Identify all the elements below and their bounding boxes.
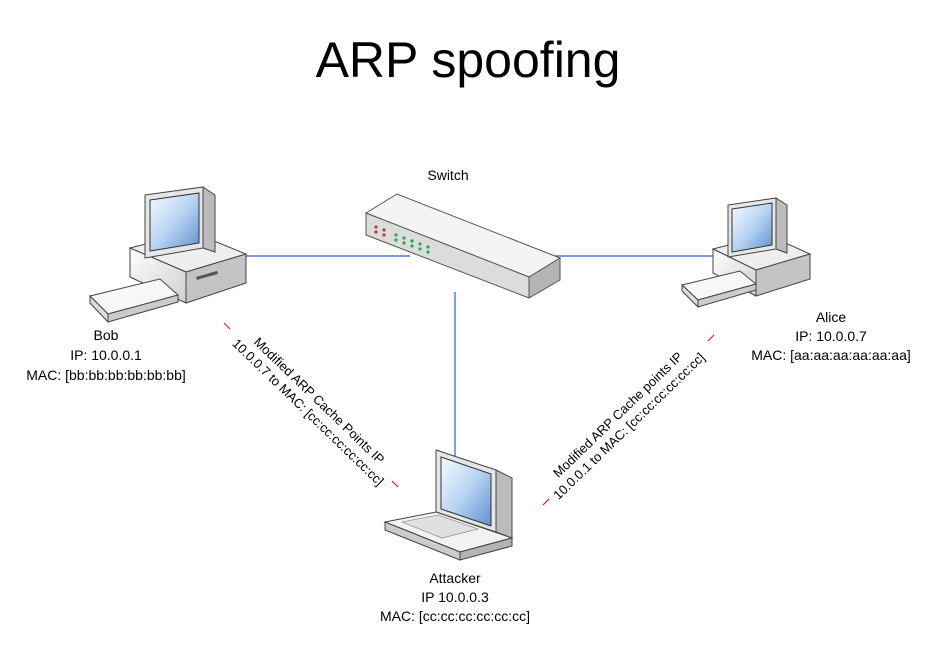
bob-cache-line1: Modified ARP Cache Points IP (251, 334, 388, 467)
switch-icon (364, 193, 562, 299)
alice-cache-dash-end (707, 334, 715, 342)
alice-cache-line1: Modified ARP Cache points IP (550, 349, 686, 481)
bob-cache-line2: 10.0.0.7 to MAC: [cc:cc:cc:cc:cc:cc] (229, 336, 386, 489)
alice-ip: IP: 10.0.0.7 (795, 328, 867, 344)
attacker-name: Attacker (429, 570, 481, 586)
attacker-ip: IP 10.0.0.3 (421, 589, 489, 605)
attacker-laptop-icon (383, 449, 514, 561)
bob-cache-dash-end (391, 480, 399, 488)
alice-cache-line2: 10.0.0.1 to MAC: [cc:cc:cc:cc:cc:cc] (550, 350, 707, 503)
alice-computer-icon (680, 197, 812, 309)
alice-cache-dash-start (542, 498, 550, 506)
switch-label: Switch (427, 167, 468, 183)
alice-mac: MAC: [aa:aa:aa:aa:aa:aa] (751, 347, 911, 363)
alice-arp-cache-note: Modified ARP Cache points IP 10.0.0.1 to… (550, 349, 708, 503)
alice-name: Alice (816, 309, 847, 325)
bob-computer-icon (89, 186, 248, 324)
attacker-mac: MAC: [cc:cc:cc:cc:cc:cc] (380, 608, 530, 624)
bob-arp-cache-note: Modified ARP Cache Points IP 10.0.0.7 to… (229, 334, 388, 489)
bob-mac: MAC: [bb:bb:bb:bb:bb:bb] (26, 367, 186, 383)
page-title: ARP spoofing (316, 32, 621, 88)
bob-ip: IP: 10.0.0.1 (70, 347, 142, 363)
bob-cache-dash-start (223, 322, 231, 330)
bob-name: Bob (94, 327, 119, 343)
